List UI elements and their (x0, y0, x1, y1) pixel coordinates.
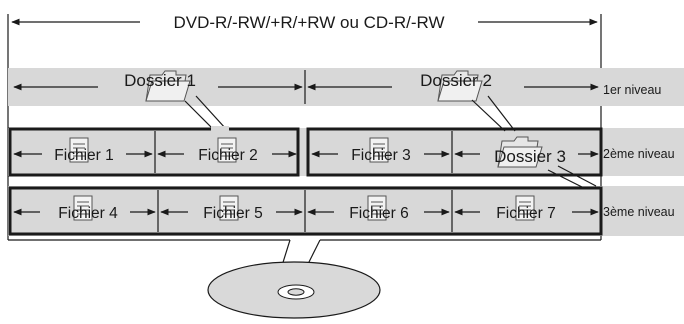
disc-icon (207, 261, 381, 319)
level-1-band: Dossier 1 Dossier 2 1er niveau (8, 68, 684, 106)
file-icon (73, 195, 93, 221)
level-2-band: Fichier 1 Fichier 2 Fi (8, 126, 684, 177)
folder-2-callout (471, 95, 516, 132)
file-5: Fichier 5 (160, 195, 303, 222)
media-label: DVD-R/-RW/+R/+RW ou CD-R/-RW (173, 13, 444, 32)
file-icon (515, 195, 535, 221)
level-2-label: 2ème niveau (603, 147, 675, 161)
level-3-band: Fichier 4 Fichier 5 Fi (8, 186, 684, 236)
file-1-label: Fichier 1 (54, 147, 113, 164)
file-4: Fichier 4 (13, 195, 156, 222)
folder-1-callout (184, 95, 227, 130)
file-3-label: Fichier 3 (351, 147, 410, 164)
folder-1-label: Dossier 1 (124, 71, 196, 90)
folder-icon (497, 136, 543, 168)
file-3: Fichier 3 (311, 137, 450, 164)
file-2: Fichier 2 (157, 137, 297, 164)
folder-3: Dossier 3 (454, 136, 599, 168)
media-span: DVD-R/-RW/+R/+RW ou CD-R/-RW (11, 13, 598, 32)
folder-icon (145, 70, 191, 102)
file-7: Fichier 7 (454, 195, 599, 222)
level-3-label: 3ème niveau (603, 205, 675, 219)
file-icon (369, 137, 389, 163)
level-1-label: 1er niveau (603, 83, 661, 97)
folder-1: Dossier 1 (13, 70, 303, 102)
folder-2: Dossier 2 (307, 70, 599, 102)
file-icon (217, 137, 237, 163)
file-icon (219, 195, 239, 221)
file-4-label: Fichier 4 (58, 205, 118, 222)
file-2-label: Fichier 2 (198, 147, 257, 164)
folder-2-label: Dossier 2 (420, 71, 492, 90)
folder-3-label: Dossier 3 (494, 147, 566, 166)
file-7-label: Fichier 7 (496, 205, 555, 222)
file-icon (69, 137, 89, 163)
file-icon (367, 195, 387, 221)
file-6: Fichier 6 (307, 195, 450, 222)
folder-3-callout (547, 165, 597, 189)
file-6-label: Fichier 6 (349, 205, 408, 222)
file-1: Fichier 1 (13, 137, 153, 164)
folder-icon (437, 70, 483, 102)
file-5-label: Fichier 5 (203, 205, 262, 222)
